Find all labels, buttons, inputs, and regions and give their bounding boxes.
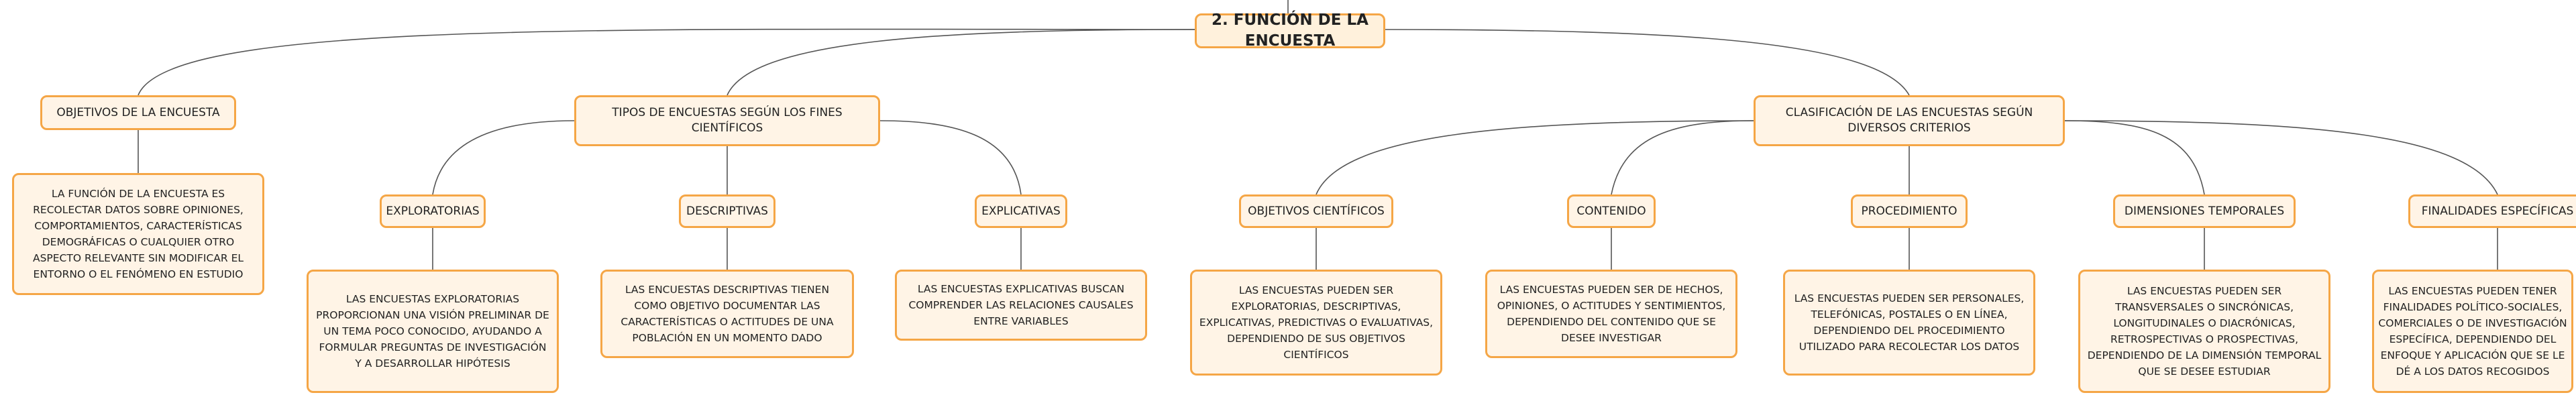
connector-root-objetivos	[138, 28, 1195, 96]
exploratorias-desc: LAS ENCUESTAS EXPLORATORIAS PROPORCIONAN…	[316, 292, 549, 370]
tipos-node: TIPOS DE ENCUESTAS SEGÚN LOS FINES CIENT…	[574, 95, 880, 146]
objetivos-cientificos-desc-node: LAS ENCUESTAS PUEDEN SER EXPLORATORIAS, …	[1190, 270, 1442, 376]
contenido-desc: LAS ENCUESTAS PUEDEN SER DE HECHOS, OPIN…	[1497, 283, 1726, 345]
connector-tipos-exploratorias	[432, 120, 575, 195]
connector-tipos-explicativas	[879, 120, 1022, 195]
tipos-label: TIPOS DE ENCUESTAS SEGÚN LOS FINES CIENT…	[612, 106, 843, 135]
descriptivas-node: DESCRIPTIVAS	[679, 194, 775, 228]
descriptivas-label: DESCRIPTIVAS	[686, 204, 768, 218]
root-label: 2. FUNCIÓN DE LA ENCUESTA	[1212, 11, 1368, 50]
dimensiones-temporales-node: DIMENSIONES TEMPORALES	[2113, 194, 2296, 228]
dimensiones-temporales-label: DIMENSIONES TEMPORALES	[2124, 204, 2285, 218]
explicativas-desc-node: LAS ENCUESTAS EXPLICATIVAS BUSCAN COMPRE…	[895, 270, 1147, 341]
descriptivas-desc: LAS ENCUESTAS DESCRIPTIVAS TIENEN COMO O…	[621, 283, 834, 345]
explicativas-node: EXPLICATIVAS	[975, 194, 1067, 228]
root-node: 2. FUNCIÓN DE LA ENCUESTA	[1195, 11, 1385, 50]
contenido-desc-node: LAS ENCUESTAS PUEDEN SER DE HECHOS, OPIN…	[1485, 270, 1737, 358]
exploratorias-desc-node: LAS ENCUESTAS EXPLORATORIAS PROPORCIONAN…	[307, 270, 559, 393]
connector-root-tipos	[727, 29, 1195, 96]
dimensiones-temporales-desc-node: LAS ENCUESTAS PUEDEN SER TRANSVERSALES O…	[2078, 270, 2330, 393]
explicativas-desc: LAS ENCUESTAS EXPLICATIVAS BUSCAN COMPRE…	[908, 282, 1134, 327]
procedimiento-node: PROCEDIMIENTO	[1851, 194, 1968, 228]
finalidades-especificas-desc: LAS ENCUESTAS PUEDEN TENER FINALIDADES P…	[2378, 284, 2567, 378]
contenido-label: CONTENIDO	[1576, 204, 1646, 218]
objetivos-label: OBJETIVOS DE LA ENCUESTA	[56, 105, 220, 119]
connector-clasificacion-contenido	[1611, 120, 1754, 195]
explicativas-label: EXPLICATIVAS	[981, 204, 1061, 218]
dimensiones-temporales-desc: LAS ENCUESTAS PUEDEN SER TRANSVERSALES O…	[2087, 284, 2322, 378]
objetivos-desc-node: LA FUNCIÓN DE LA ENCUESTA ES RECOLECTAR …	[12, 173, 264, 295]
connector-root-clasificacion	[1383, 29, 1910, 96]
objetivos-cientificos-label: OBJETIVOS CIENTÍFICOS	[1248, 204, 1385, 218]
objetivos-desc: LA FUNCIÓN DE LA ENCUESTA ES RECOLECTAR …	[32, 187, 244, 281]
descriptivas-desc-node: LAS ENCUESTAS DESCRIPTIVAS TIENEN COMO O…	[600, 270, 854, 358]
finalidades-especificas-label: FINALIDADES ESPECÍFICAS	[2421, 204, 2574, 218]
connector-clasificacion-finalidades	[2064, 120, 2498, 195]
finalidades-especificas-desc-node: LAS ENCUESTAS PUEDEN TENER FINALIDADES P…	[2372, 270, 2573, 393]
clasificacion-node: CLASIFICACIÓN DE LAS ENCUESTAS SEGÚN DIV…	[1754, 95, 2065, 146]
exploratorias-node: EXPLORATORIAS	[380, 194, 486, 228]
objetivos-cientificos-desc: LAS ENCUESTAS PUEDEN SER EXPLORATORIAS, …	[1199, 284, 1434, 361]
objetivos-cientificos-node: OBJETIVOS CIENTÍFICOS	[1239, 194, 1393, 228]
procedimiento-desc: LAS ENCUESTAS PUEDEN SER PERSONALES, TEL…	[1794, 292, 2025, 353]
contenido-node: CONTENIDO	[1567, 194, 1656, 228]
connector-clasificacion-dimensiones	[2064, 120, 2205, 195]
finalidades-especificas-node: FINALIDADES ESPECÍFICAS	[2408, 194, 2576, 228]
objetivos-node: OBJETIVOS DE LA ENCUESTA	[40, 95, 236, 130]
procedimiento-label: PROCEDIMIENTO	[1861, 204, 1957, 218]
connector-clasificacion-objetivos-cientificos	[1316, 120, 1754, 195]
procedimiento-desc-node: LAS ENCUESTAS PUEDEN SER PERSONALES, TEL…	[1783, 270, 2035, 376]
clasificacion-label: CLASIFICACIÓN DE LAS ENCUESTAS SEGÚN DIV…	[1785, 106, 2033, 135]
exploratorias-label: EXPLORATORIAS	[386, 204, 480, 218]
